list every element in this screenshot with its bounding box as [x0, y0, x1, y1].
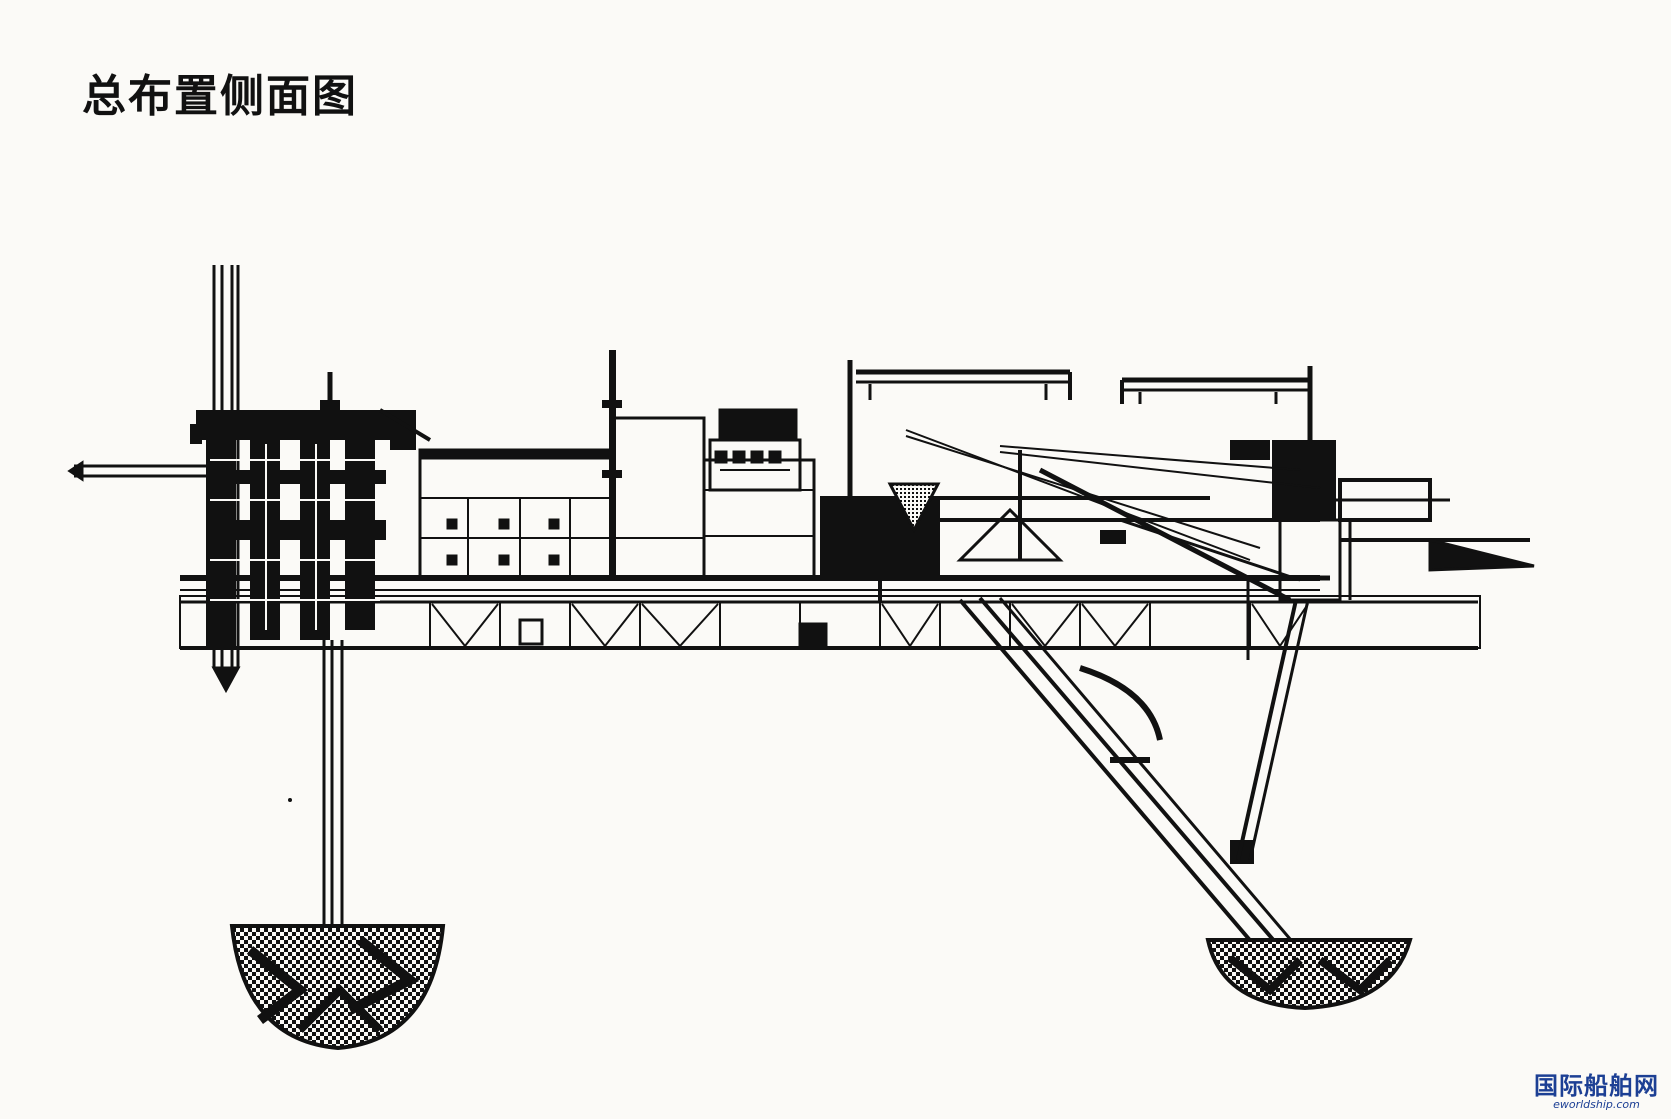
stern-machinery [190, 400, 416, 650]
dot-mark [288, 798, 292, 802]
bow-cutter-head [1205, 938, 1413, 1011]
stern-cutter-head [229, 924, 446, 1051]
watermark-logo: 国际船舶网 eworldship.com [1534, 1073, 1659, 1111]
bucket-ladder [958, 596, 1298, 954]
hopper-aft [887, 482, 941, 534]
stern-anchor-boom [67, 460, 214, 482]
stern-machinery-detail [210, 444, 380, 630]
bow-gantry [1272, 440, 1535, 602]
ladder-suspension-links [1236, 599, 1310, 861]
stern-cutter-ladder [322, 640, 344, 955]
hull-compartments [429, 602, 1309, 648]
watermark-en: eworldship.com [1553, 1098, 1640, 1111]
deckhouse [418, 416, 816, 580]
gantry-crane-aft [847, 360, 1072, 520]
mast [602, 350, 622, 580]
wheelhouse [708, 408, 802, 492]
hopper-mid [956, 507, 1064, 562]
watermark-cn: 国际船舶网 [1534, 1072, 1659, 1100]
page-title: 总布置侧面图 [82, 71, 358, 122]
